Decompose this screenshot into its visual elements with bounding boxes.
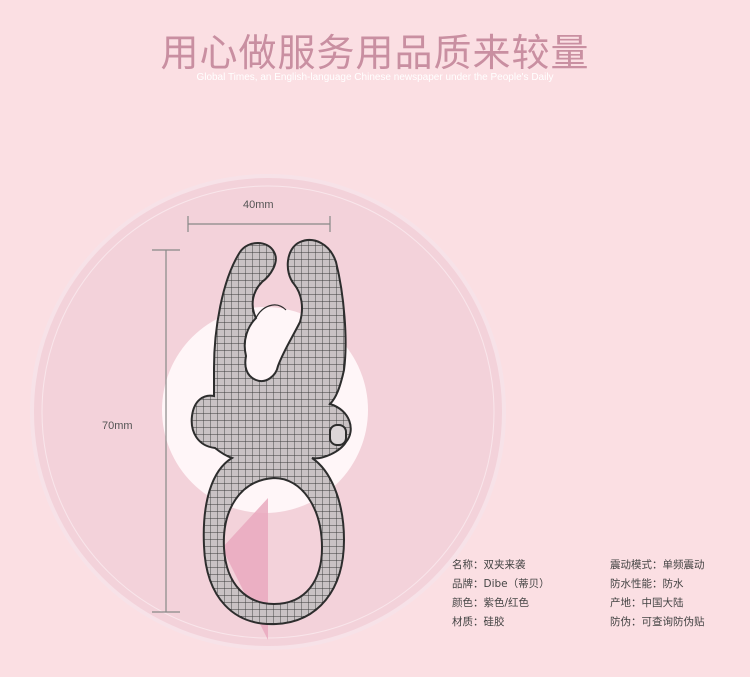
height-label: 70mm: [102, 420, 133, 432]
spec-label: 材质：: [452, 616, 484, 628]
spec-row-origin: 产地：中国大陆: [610, 594, 705, 613]
spec-label: 名称：: [452, 559, 484, 571]
width-dimension-line: [187, 216, 331, 232]
spec-value: 可查询防伪贴: [641, 616, 705, 628]
spec-value: 紫色/红色: [483, 597, 530, 609]
spec-label: 产地：: [610, 597, 642, 609]
spec-row-color: 颜色：紫色/红色: [452, 594, 550, 613]
width-label: 40mm: [243, 199, 274, 211]
spec-label: 防水性能：: [610, 578, 663, 590]
page-title: 用心做服务用品质来较量: [160, 31, 590, 75]
spec-row-material: 材质：硅胶: [452, 613, 550, 632]
spec-row-brand: 品牌：Dibe（蒂贝）: [452, 575, 550, 594]
spec-label: 震动模式：: [610, 559, 663, 571]
spec-value: Dibe（蒂贝）: [483, 578, 550, 590]
specs-left-column: 名称：双夹来袭 品牌：Dibe（蒂贝） 颜色：紫色/红色 材质：硅胶: [452, 556, 550, 632]
spec-label: 颜色：: [452, 597, 484, 609]
spec-value: 防水: [662, 578, 684, 590]
height-dimension-line: [152, 249, 180, 613]
page-subtitle: Global Times, an English-language Chines…: [196, 72, 554, 83]
ring-product: [190, 239, 352, 626]
specs-right-column: 震动模式：单频震动 防水性能：防水 产地：中国大陆 防伪：可查询防伪贴: [610, 556, 705, 632]
spec-row-vibration: 震动模式：单频震动: [610, 556, 705, 575]
spec-row-waterproof: 防水性能：防水: [610, 575, 705, 594]
spec-row-anticounterfeit: 防伪：可查询防伪贴: [610, 613, 705, 632]
spec-value: 单频震动: [662, 559, 705, 571]
spec-value: 中国大陆: [641, 597, 684, 609]
spec-value: 双夹来袭: [483, 559, 526, 571]
spec-label: 防伪：: [610, 616, 642, 628]
spec-value: 硅胶: [483, 616, 505, 628]
spec-label: 品牌：: [452, 578, 484, 590]
vibration-button: [329, 424, 347, 446]
spec-row-name: 名称：双夹来袭: [452, 556, 550, 575]
